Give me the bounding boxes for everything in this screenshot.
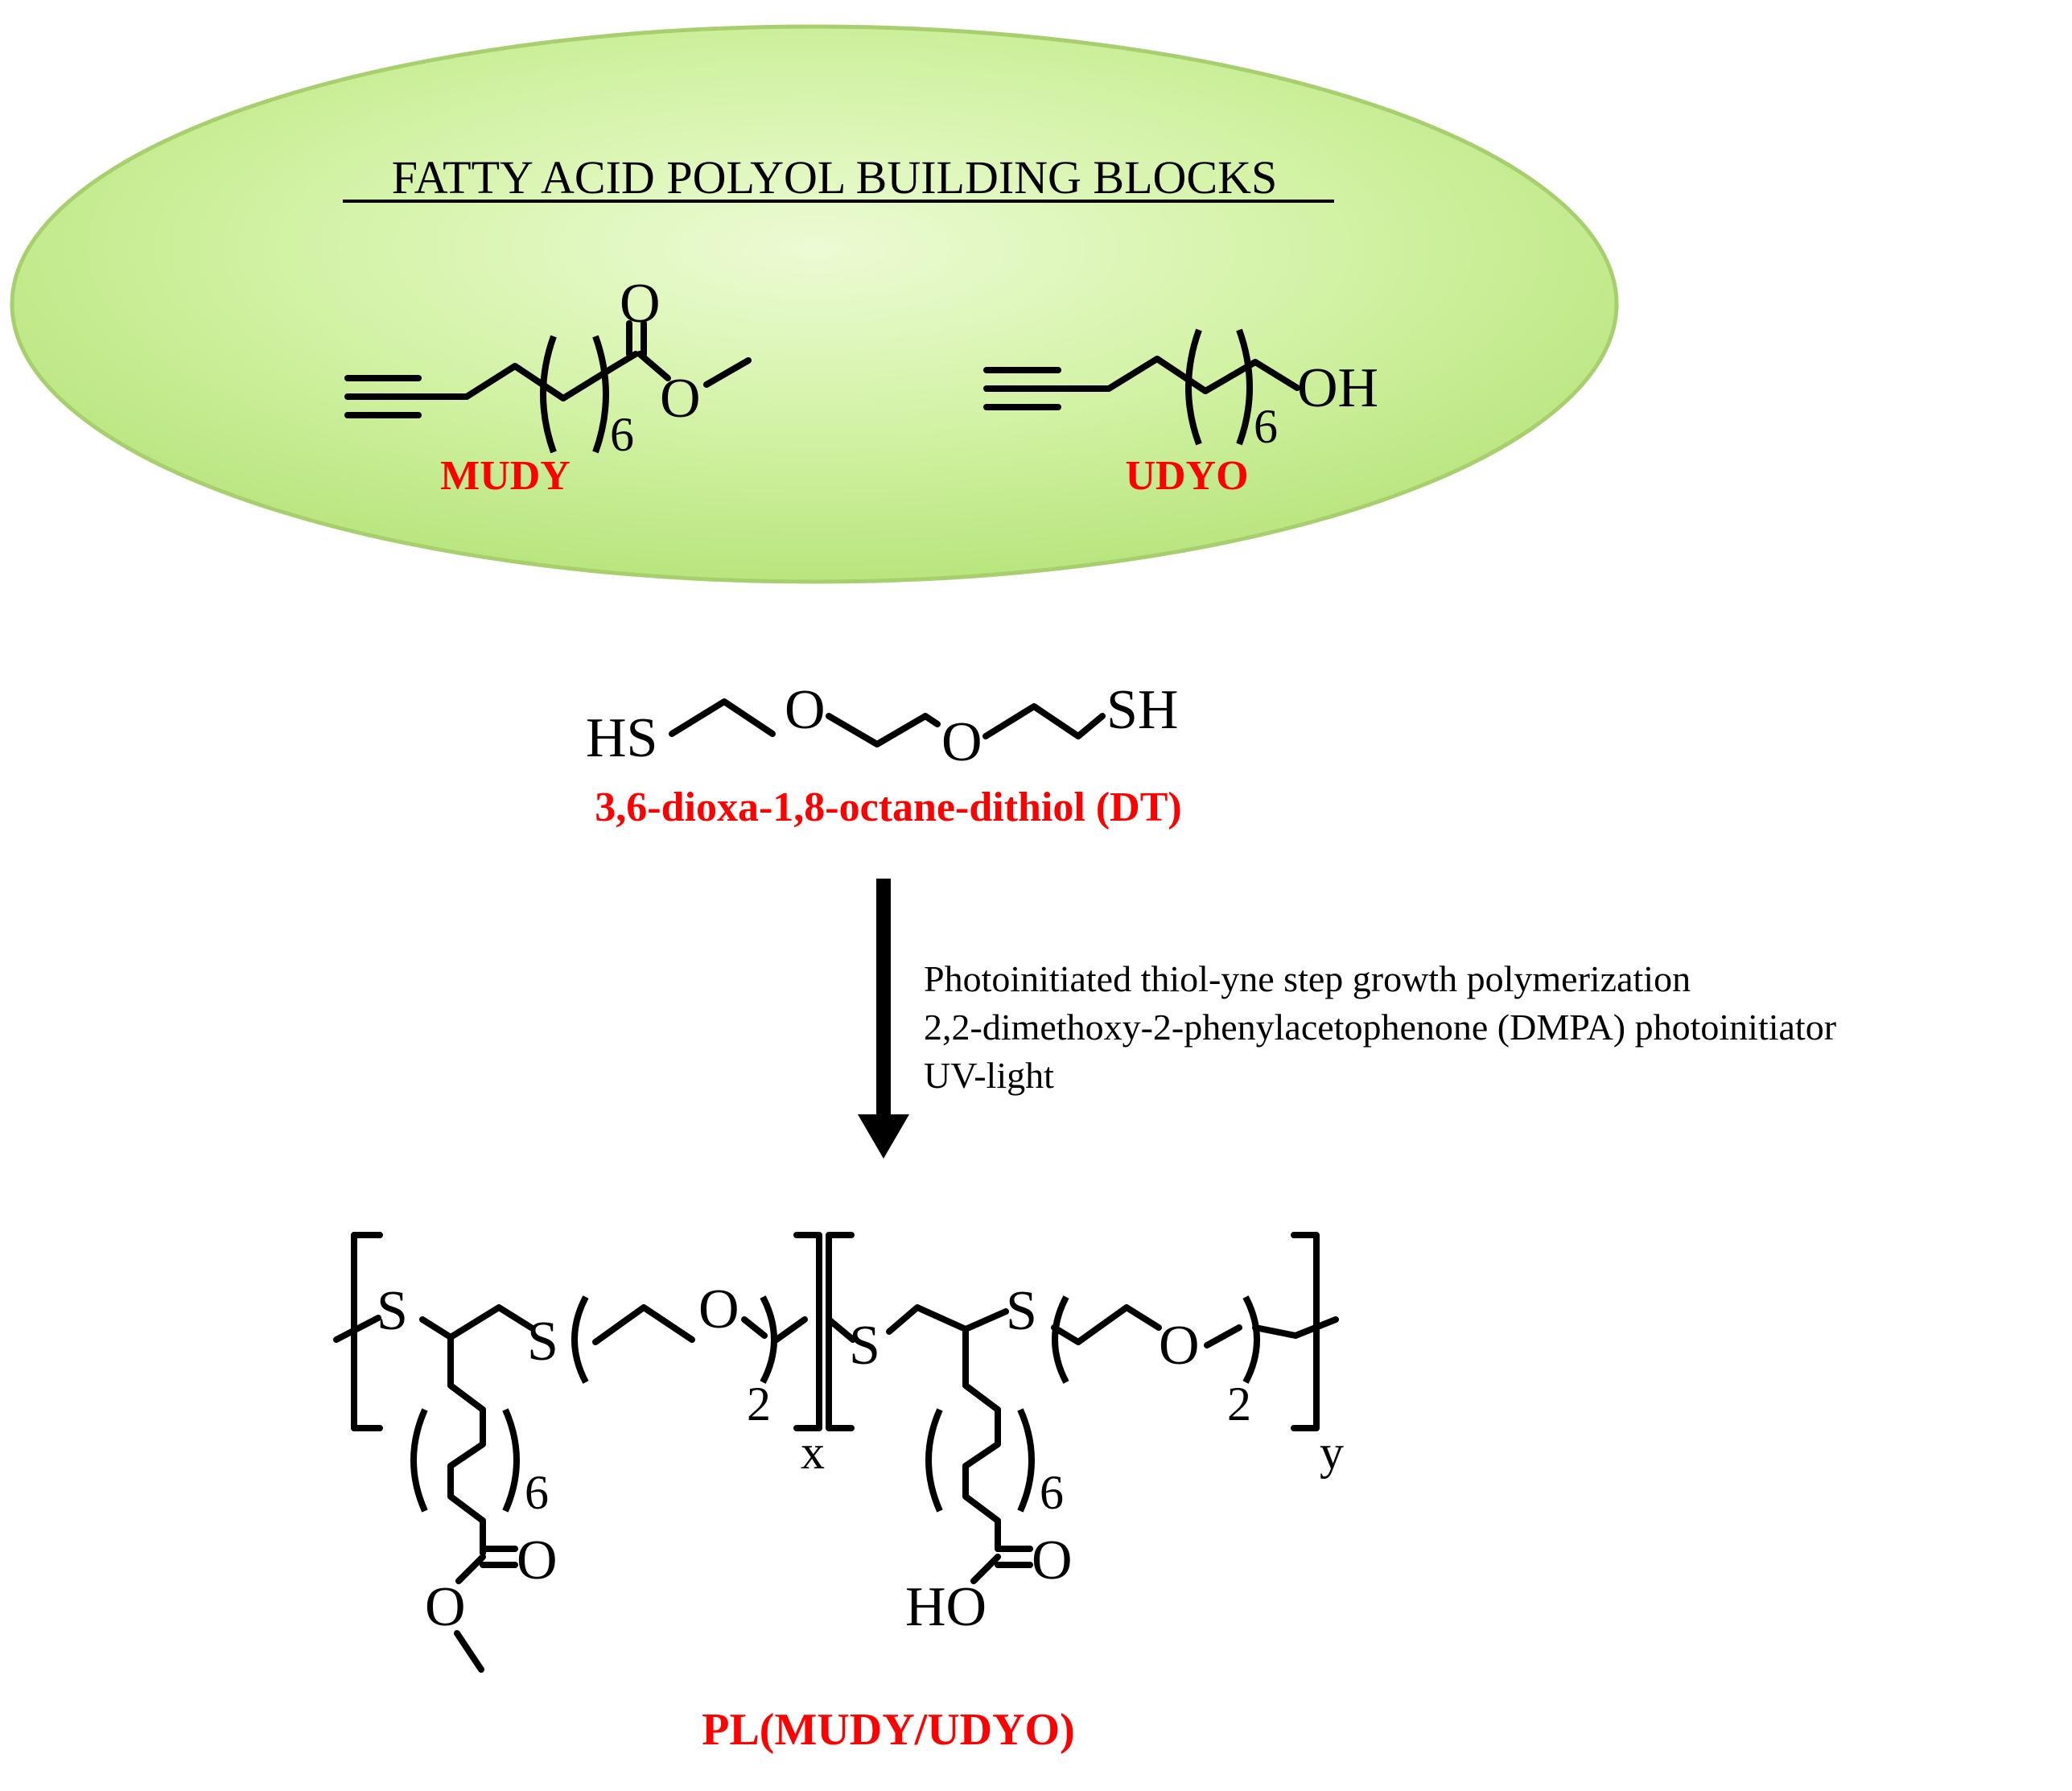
dithiol-structure: HS O O SH — [586, 679, 1178, 773]
poly-y-side-n: 6 — [1040, 1466, 1064, 1519]
poly-y-s1: S — [849, 1315, 880, 1377]
reaction-arrow — [858, 879, 909, 1159]
poly-y-ether-n: 2 — [1227, 1377, 1251, 1431]
reaction-conditions: Photoinitiated thiol-yne step growth pol… — [924, 958, 1836, 1096]
poly-y-subscript: y — [1320, 1426, 1344, 1479]
udyo-repeat-n: 6 — [1254, 400, 1278, 453]
building-blocks-title: FATTY ACID POLYOL BUILDING BLOCKS — [392, 151, 1278, 204]
dithiol-o1: O — [785, 679, 826, 741]
mudy-carbonyl-o: O — [620, 273, 661, 335]
mudy-structure: 6 O O — [344, 273, 752, 461]
dithiol-label: 3,6-dioxa-1,8-octane-dithiol (DT) — [595, 784, 1181, 830]
mudy-ester-o: O — [660, 368, 701, 430]
bracket-y-right — [1291, 1232, 1320, 1431]
poly-x-ester-o: O — [425, 1576, 466, 1638]
condition-line-3: UV-light — [924, 1055, 1054, 1096]
poly-x-carbonyl-o: O — [517, 1530, 558, 1591]
condition-line-2: 2,2-dimethoxy-2-phenylacetophenone (DMPA… — [924, 1007, 1836, 1048]
udyo-structure: 6 OH — [983, 328, 1378, 453]
building-blocks-panel: FATTY ACID POLYOL BUILDING BLOCKS 6 O O … — [10, 24, 1619, 584]
udyo-label: UDYO — [1125, 453, 1248, 499]
mudy-label: MUDY — [440, 453, 571, 499]
poly-y-carbonyl-o: O — [1032, 1530, 1073, 1591]
poly-y-o: O — [1159, 1315, 1200, 1377]
poly-y-s2: S — [1006, 1280, 1037, 1342]
udyo-hydroxyl: OH — [1297, 357, 1378, 419]
poly-y-hydroxyl: HO — [905, 1576, 987, 1638]
polymer-structure: S S O 2 6 O O x S S O 2 — [333, 1232, 1344, 1673]
dithiol-sh: SH — [1106, 679, 1178, 741]
condition-line-1: Photoinitiated thiol-yne step growth pol… — [924, 958, 1691, 999]
bracket-y-left — [826, 1232, 855, 1431]
polymer-label: PL(MUDY/UDYO) — [702, 1705, 1074, 1755]
poly-x-subscript: x — [801, 1426, 825, 1479]
poly-x-s2: S — [527, 1311, 558, 1373]
dithiol-hs: HS — [586, 707, 657, 769]
poly-x-side-n: 6 — [525, 1466, 549, 1519]
poly-x-s1: S — [377, 1280, 408, 1342]
poly-x-ether-n: 2 — [747, 1377, 771, 1431]
bracket-x-right — [793, 1232, 822, 1431]
green-oval — [10, 24, 1619, 584]
poly-x-o: O — [698, 1278, 739, 1340]
dithiol-o2: O — [941, 711, 982, 773]
mudy-repeat-n: 6 — [610, 408, 634, 461]
